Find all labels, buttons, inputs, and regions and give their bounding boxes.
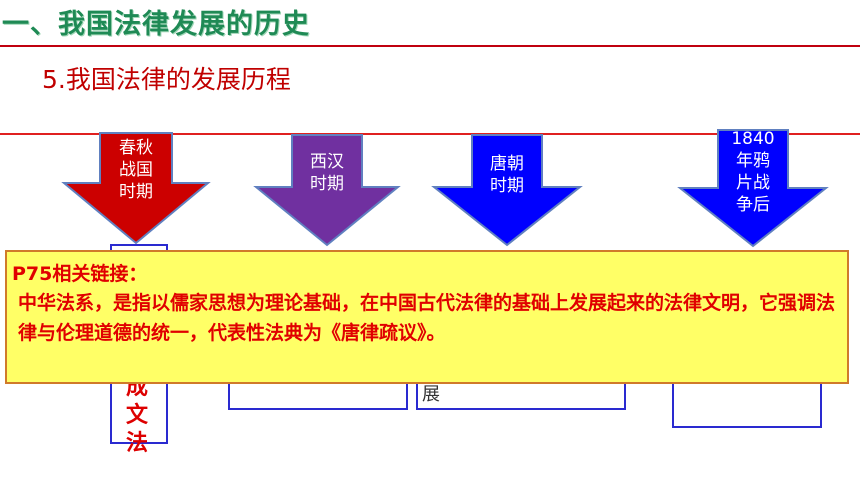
timeline-arrow-opium-war: 1840 年鸦 片战 争后	[677, 129, 829, 248]
section-title: 一、我国法律发展的历史	[2, 9, 310, 40]
timeline-line	[0, 133, 860, 135]
down-arrow-icon	[253, 134, 401, 247]
callout-body: 中华法系，是指以儒家思想为理论基础，在中国古代法律的基础上发展起来的法律文明，它…	[18, 292, 836, 344]
arrow-label: 西汉 时期	[310, 152, 344, 194]
page-subtitle: 5.我国法律的发展历程	[42, 65, 291, 94]
callout-heading: P75相关链接：	[12, 263, 148, 285]
arrow-label: 唐朝 时期	[490, 154, 524, 196]
timeline-arrow-western-han: 西汉 时期	[253, 134, 401, 247]
related-link-callout	[5, 250, 849, 384]
period-box-text: 展	[422, 384, 440, 405]
timeline-arrow-spring-autumn: 春秋 战国 时期	[61, 132, 211, 245]
arrow-label: 春秋 战国 时期	[119, 138, 153, 202]
arrow-label: 1840 年鸦 片战 争后	[731, 129, 775, 215]
down-arrow-icon	[677, 129, 829, 248]
down-arrow-icon	[61, 132, 211, 245]
header-divider	[0, 45, 860, 47]
down-arrow-icon	[431, 134, 583, 247]
timeline-arrow-tang: 唐朝 时期	[431, 134, 583, 247]
period-box-opium-war	[672, 380, 822, 428]
period-box-text: 成 文 法	[125, 375, 148, 456]
